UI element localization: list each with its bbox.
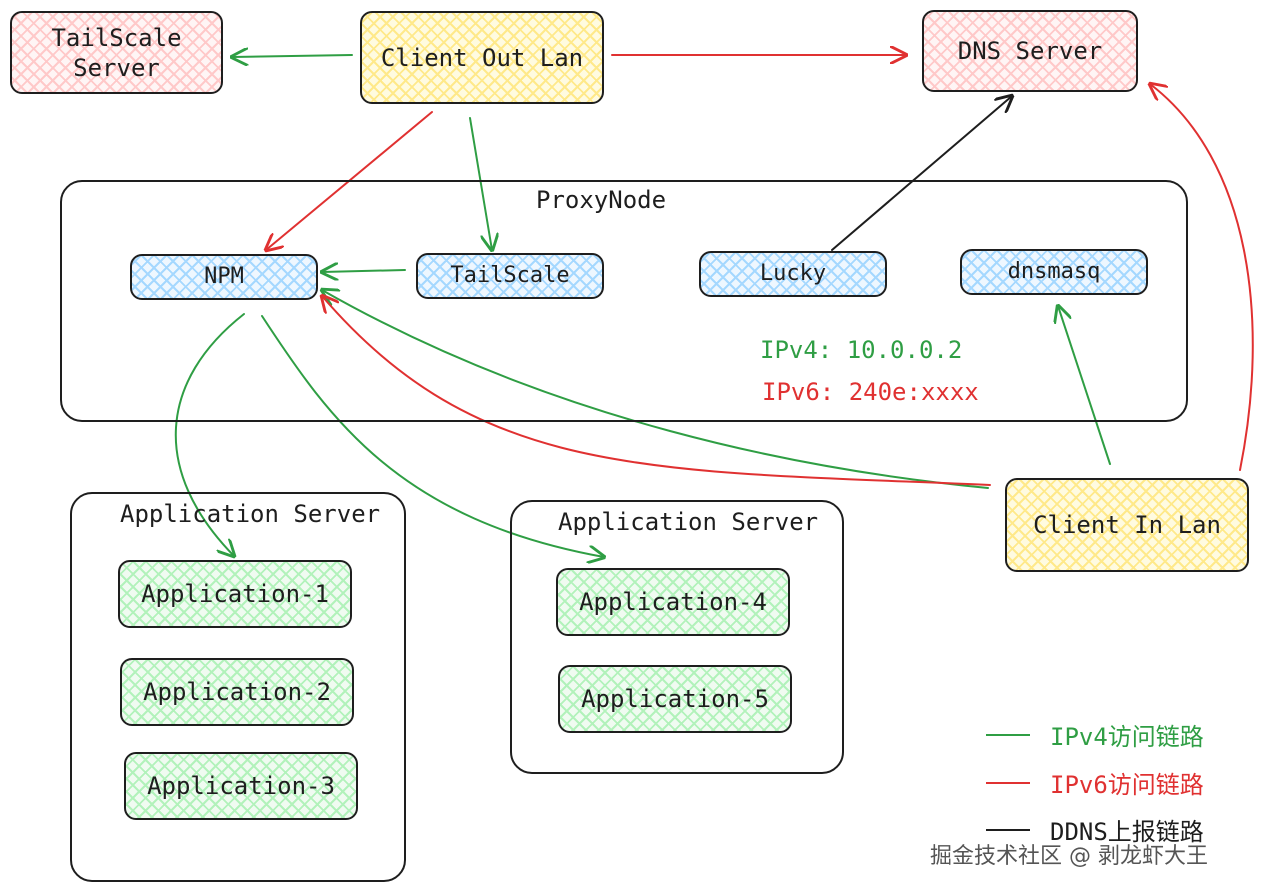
legend-ipv4: IPv4访问链路 [986,717,1204,752]
legend-ipv6: IPv6访问链路 [986,765,1204,800]
tailscale-server-node: TailScale Server [10,11,223,94]
link-client-out-to-tailscale [469,117,492,250]
link-client-in-to-npm-ipv4 [322,290,989,489]
legend-ddns-swatch [986,828,1030,831]
application-2-label: Application-2 [143,678,331,706]
application-server-right-group [510,500,844,774]
proxy-node-group [60,180,1188,422]
application-5-label: Application-5 [581,685,769,713]
proxy-node-title: ProxyNode [536,186,667,214]
dnsmasq-node: dnsmasq [960,249,1148,295]
link-npm-to-application-4 [261,315,604,557]
legend-ipv4-swatch [986,733,1030,736]
tailscale-label: TailScale [450,263,570,289]
link-lucky-to-dns-server [831,96,1012,251]
link-client-in-to-dnsmasq [1058,306,1111,465]
dns-server-label: DNS Server [957,37,1103,65]
legend-ipv6-swatch [986,781,1030,784]
application-1-node: Application-1 [118,560,352,628]
dns-server-node: DNS Server [922,10,1138,92]
link-client-in-to-dns-server [1150,84,1254,471]
link-npm-to-application-1 [174,313,245,556]
ipv4-address: IPv4: 10.0.0.2 [760,336,963,364]
watermark: 掘金技术社区 @ 剥龙虾大王 [930,844,1208,869]
lucky-node: Lucky [699,251,887,297]
legend-ipv4-label: IPv4访问链路 [1050,723,1204,751]
application-server-left-group [70,492,406,882]
legend-ddns: DDNS上报链路 [986,812,1204,847]
client-in-lan-node: Client In Lan [1005,478,1249,572]
application-5-node: Application-5 [558,665,792,733]
lucky-label: Lucky [759,261,827,287]
application-1-label: Application-1 [141,580,329,608]
ipv6-address: IPv6: 240e:xxxx [762,378,979,406]
client-in-lan-label: Client In Lan [1033,511,1221,539]
application-3-label: Application-3 [147,772,335,800]
link-client-out-to-tailscale-server [232,55,353,57]
application-server-right-title: Application Server [558,508,819,536]
link-tailscale-to-npm [322,270,406,272]
application-4-label: Application-4 [579,588,767,616]
client-out-lan-node: Client Out Lan [360,11,604,104]
application-4-node: Application-4 [556,568,790,636]
application-3-node: Application-3 [124,752,358,820]
application-2-node: Application-2 [120,658,354,726]
legend-ipv6-label: IPv6访问链路 [1050,771,1204,799]
application-server-left-title: Application Server [120,500,381,528]
tailscale-node: TailScale [416,253,604,299]
client-out-lan-label: Client Out Lan [380,43,584,72]
npm-node: NPM [130,254,318,300]
npm-label: NPM [204,264,244,290]
link-client-in-to-npm-ipv6 [322,296,991,486]
tailscale-server-label: TailScale Server [51,23,182,82]
dnsmasq-label: dnsmasq [1007,259,1101,285]
legend-ddns-label: DDNS上报链路 [1050,818,1204,846]
